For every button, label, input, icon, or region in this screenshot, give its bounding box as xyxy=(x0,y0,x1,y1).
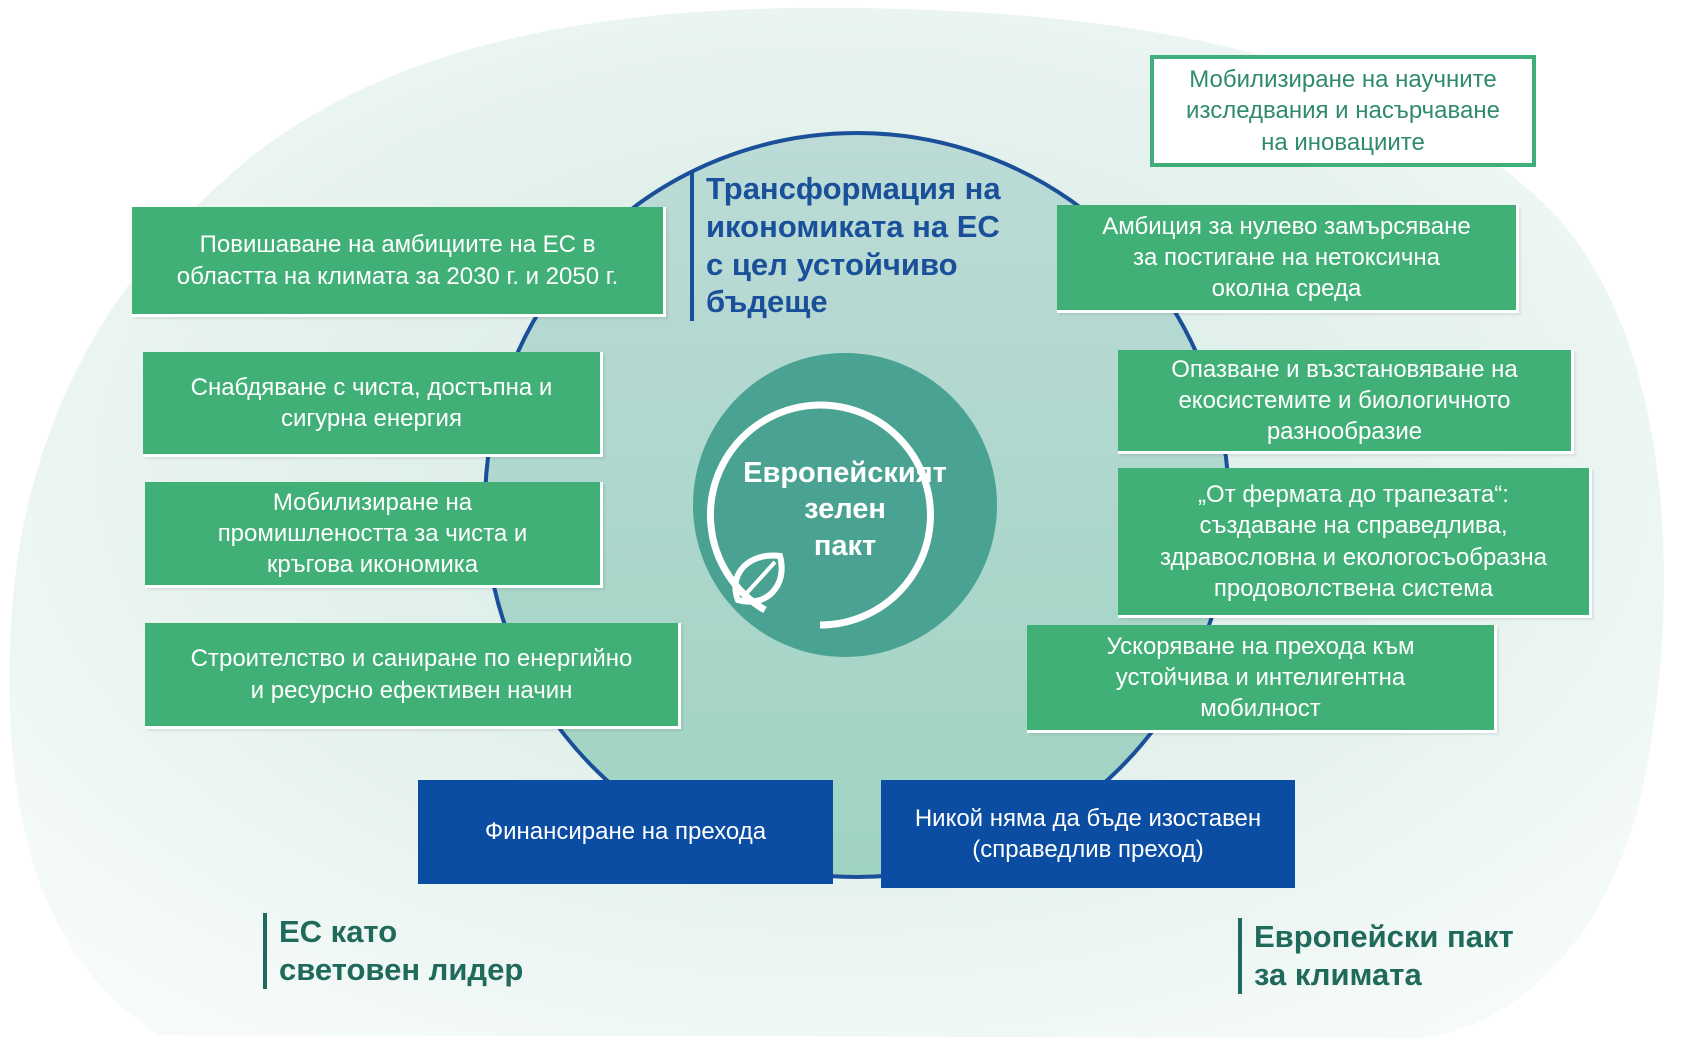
biodiversity-line3: разнообразие xyxy=(1266,418,1423,446)
just-transition-box: Никой няма да бъде изоставен (справедлив… xyxy=(881,780,1295,888)
climate-pact-line2: за климата xyxy=(1254,956,1422,992)
building-renovation-line2: и ресурсно ефективен начин xyxy=(250,676,573,704)
center-label-line3: пакт xyxy=(813,529,877,562)
top-heading-line3: с цел устойчиво xyxy=(706,246,958,282)
biodiversity-line1: Опазване и възстановяване на xyxy=(1171,355,1518,383)
climate-ambition-line2: областта на климата за 2030 г. и 2050 г. xyxy=(176,262,619,290)
building-renovation-box: Строителство и саниране по енергийно и р… xyxy=(145,623,681,729)
farm-to-fork-line1: „От фермата до трапезата“: xyxy=(1198,481,1509,509)
top-heading-line2: икономиката на ЕС xyxy=(706,208,1000,244)
climate-ambition-box: Повишаване на амбициите на ЕС в областта… xyxy=(132,207,666,317)
world-leader-heading: ЕС като световен лидер xyxy=(263,913,523,989)
circular-economy-line1: Мобилизиране на xyxy=(272,488,473,516)
top-heading: Трансформация на икономиката на ЕС с цел… xyxy=(690,170,1001,322)
farm-to-fork-line2: създаване на справедлива, xyxy=(1199,512,1508,540)
biodiversity-line2: екосистемите и биологичното xyxy=(1178,386,1511,414)
financing-line1: Финансиране на прехода xyxy=(484,818,767,846)
just-transition-line2: (справедлив преход) xyxy=(972,836,1204,863)
mobility-line1: Ускоряване на прехода към xyxy=(1106,632,1415,660)
climate-ambition-line1: Повишаване на амбициите на ЕС в xyxy=(199,231,596,259)
research-line1: Мобилизиране на научните xyxy=(1189,66,1497,94)
leaf-icon xyxy=(732,552,785,605)
mobility-box: Ускоряване на прехода към устойчива и ин… xyxy=(1027,625,1497,733)
zero-pollution-line2: за постигане на нетоксична xyxy=(1132,243,1441,271)
farm-to-fork-box: „От фермата до трапезата“: създаване на … xyxy=(1118,468,1592,618)
zero-pollution-line3: околна среда xyxy=(1211,275,1362,303)
world-leader-line1: ЕС като xyxy=(279,914,398,949)
circular-economy-box: Мобилизиране на промишлеността за чиста … xyxy=(145,482,603,588)
financing-transition-box: Финансиране на прехода xyxy=(418,780,833,884)
clean-energy-box: Снабдяване с чиста, достъпна и сигурна е… xyxy=(143,352,603,457)
climate-pact-heading: Европейски пакт за климата xyxy=(1238,918,1514,994)
center-label: Европейският зелен пакт xyxy=(725,455,965,564)
clean-energy-line1: Снабдяване с чиста, достъпна и xyxy=(190,373,553,401)
climate-pact-line1: Европейски пакт xyxy=(1254,919,1514,954)
research-line2: изследвания и насърчаване xyxy=(1186,97,1500,125)
mobility-line3: мобилност xyxy=(1200,695,1321,723)
circular-economy-line2: промишлеността за чиста и xyxy=(217,519,528,547)
building-renovation-line1: Строителство и саниране по енергийно xyxy=(190,645,633,673)
biodiversity-box: Опазване и възстановяване на екосистемит… xyxy=(1118,350,1574,454)
center-ring xyxy=(706,401,934,629)
just-transition-line1: Никой няма да бъде изоставен xyxy=(914,804,1262,832)
zero-pollution-line1: Амбиция за нулево замърсяване xyxy=(1102,212,1471,240)
farm-to-fork-line3: здравословна и екологосъобразна xyxy=(1160,543,1547,571)
center-circle xyxy=(693,353,997,657)
clean-energy-line2: сигурна енергия xyxy=(281,405,462,432)
research-line3: на иновациите xyxy=(1261,128,1425,156)
research-innovation-box: Мобилизиране на научните изследвания и н… xyxy=(1150,55,1536,167)
zero-pollution-box: Амбиция за нулево замърсяване за постига… xyxy=(1057,205,1519,313)
top-heading-line4: бъдеще xyxy=(706,284,828,320)
circular-economy-line3: кръгова икономика xyxy=(266,551,479,579)
top-heading-line1: Трансформация на xyxy=(706,171,1001,206)
farm-to-fork-line4: продоволствена система xyxy=(1213,574,1494,602)
center-label-line2: зелен xyxy=(804,493,886,526)
world-leader-line2: световен лидер xyxy=(279,951,524,987)
center-label-line1: Европейският xyxy=(743,457,947,489)
mobility-line2: устойчива и интелигентна xyxy=(1115,663,1406,691)
